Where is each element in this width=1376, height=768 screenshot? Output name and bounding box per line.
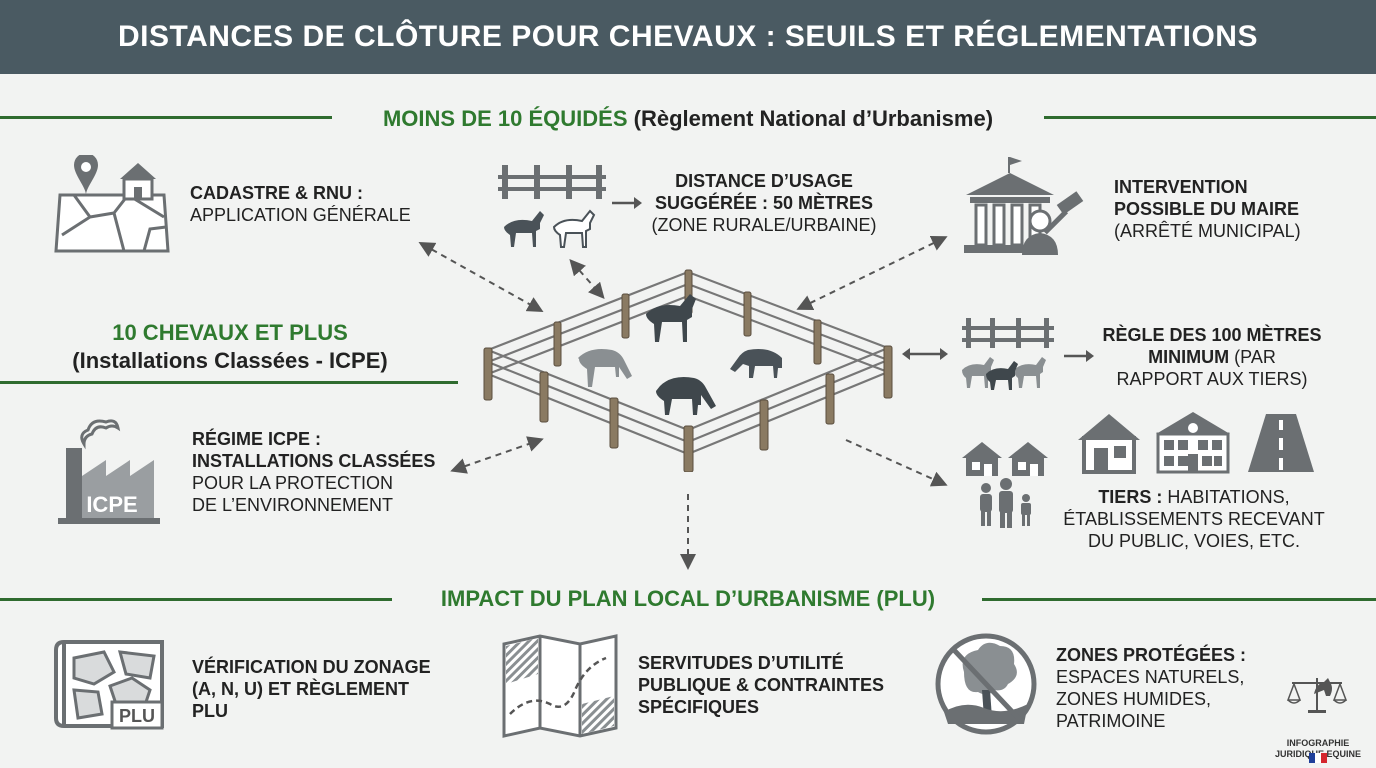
servitudes-line2: PUBLIQUE & CONTRAINTES xyxy=(638,675,885,695)
regle100-line2a: MINIMUM xyxy=(1148,347,1230,367)
fence-horses-icon xyxy=(496,163,608,249)
tiers-line3: DU PUBLIC, VOIES, ETC. xyxy=(1087,531,1301,551)
icpe-text: RÉGIME ICPE : INSTALLATIONS CLASSÉES POU… xyxy=(192,428,435,516)
section-plu-title: IMPACT DU PLAN LOCAL D’URBANISME (PLU) xyxy=(440,586,936,611)
cadastre-desc: APPLICATION GÉNÉRALE xyxy=(190,205,411,225)
zones-line3: PATRIMOINE xyxy=(1056,711,1166,731)
plu-map-icon: PLU xyxy=(54,638,172,734)
fence-herd-icon xyxy=(960,316,1056,394)
zones-line2: ZONES HUMIDES, xyxy=(1056,689,1212,709)
regle100-line2b: (PAR xyxy=(1229,347,1276,367)
servitudes-line1: SERVITUDES D’UTILITÉ xyxy=(638,653,844,673)
plu-zonage-line3: PLU xyxy=(192,701,228,721)
section-icpe-title-dark: (Installations Classées - ICPE) xyxy=(72,348,388,373)
paddock-illustration xyxy=(474,262,904,472)
maire-line3: (ARRÊTÉ MUNICIPAL) xyxy=(1114,221,1301,241)
plu-zonage-line1: VÉRIFICATION DU ZONAGE xyxy=(192,657,431,677)
badge-line1: INFOGRAPHIE xyxy=(1286,738,1350,748)
distance-line2: SUGGÉRÉE : 50 MÈTRES xyxy=(654,193,874,213)
town-hall-judge-icon xyxy=(960,155,1090,259)
house-icon xyxy=(1076,412,1142,474)
section-rnu-title-green: MOINS DE 10 ÉQUIDÉS xyxy=(382,106,628,131)
plu-icon-label: PLU xyxy=(119,706,155,726)
distance-text: DISTANCE D’USAGE SUGGÉRÉE : 50 MÈTRES (Z… xyxy=(644,170,884,236)
maire-line2: POSSIBLE DU MAIRE xyxy=(1114,199,1300,219)
houses-family-icon xyxy=(960,440,1052,530)
school-building-icon xyxy=(1152,410,1234,474)
scales-horse-icon xyxy=(1286,672,1348,716)
arrow-right-icon xyxy=(610,195,642,211)
road-icon xyxy=(1246,412,1316,474)
factory-icon: ICPE xyxy=(54,414,164,526)
section-plu-line-right xyxy=(982,598,1376,601)
arrow-double-icon xyxy=(900,346,950,362)
regle100-text: RÈGLE DES 100 MÈTRES MINIMUM (PAR RAPPOR… xyxy=(1092,324,1332,390)
section-plu-line-left xyxy=(0,598,392,601)
tiers-title: TIERS : xyxy=(1098,487,1163,507)
distance-line3: (ZONE RURALE/URBAINE) xyxy=(651,215,877,235)
folded-map-icon xyxy=(500,634,620,738)
maire-line1: INTERVENTION xyxy=(1114,177,1248,197)
section-rnu-title: MOINS DE 10 ÉQUIDÉS (Règlement National … xyxy=(340,104,1036,134)
icpe-icon-label: ICPE xyxy=(86,492,137,517)
icpe-line4: DE L’ENVIRONNEMENT xyxy=(192,495,394,515)
section-icpe-title-green: 10 CHEVAUX ET PLUS xyxy=(112,320,348,345)
section-icpe-line xyxy=(0,381,458,384)
regle100-line3: RAPPORT AUX TIERS) xyxy=(1116,369,1308,389)
cadastre-title: CADASTRE & RNU : xyxy=(190,183,363,203)
section-rnu-line-right xyxy=(1044,116,1376,119)
french-flag-icon xyxy=(1309,753,1327,763)
cadastre-text: CADASTRE & RNU : APPLICATION GÉNÉRALE xyxy=(190,182,411,226)
section-rnu-line-left xyxy=(0,116,332,119)
zones-title: ZONES PROTÉGÉES : xyxy=(1056,645,1247,665)
plu-zonage-line2: (A, N, U) ET RÈGLEMENT xyxy=(192,679,409,699)
plu-zonage-text: VÉRIFICATION DU ZONAGE (A, N, U) ET RÈGL… xyxy=(192,656,431,722)
page-title: DISTANCES DE CLÔTURE POUR CHEVAUX : SEUI… xyxy=(0,0,1376,74)
tiers-line2: ÉTABLISSEMENTS RECEVANT xyxy=(1063,509,1325,529)
section-rnu-title-dark: (Règlement National d’Urbanisme) xyxy=(633,106,994,131)
zones-text: ZONES PROTÉGÉES : ESPACES NATURELS, ZONE… xyxy=(1056,644,1246,732)
tiers-line1: HABITATIONS, xyxy=(1162,487,1290,507)
cadastre-map-icon xyxy=(54,155,172,255)
regle100-line1: RÈGLE DES 100 MÈTRES xyxy=(1102,325,1322,345)
icpe-line2: INSTALLATIONS CLASSÉES xyxy=(192,451,436,471)
servitudes-text: SERVITUDES D’UTILITÉ PUBLIQUE & CONTRAIN… xyxy=(638,652,884,718)
icpe-line3: POUR LA PROTECTION xyxy=(192,473,394,493)
icpe-line1: RÉGIME ICPE : xyxy=(192,429,322,449)
zones-line1: ESPACES NATURELS, xyxy=(1056,667,1245,687)
distance-line1: DISTANCE D’USAGE xyxy=(675,171,853,191)
arrow-right-icon-2 xyxy=(1062,348,1094,364)
protected-tree-icon xyxy=(934,632,1038,736)
tiers-text: TIERS : HABITATIONS, ÉTABLISSEMENTS RECE… xyxy=(1052,486,1336,552)
section-icpe-title: 10 CHEVAUX ET PLUS (Installations Classé… xyxy=(20,318,440,376)
servitudes-line3: SPÉCIFIQUES xyxy=(638,697,760,717)
maire-text: INTERVENTION POSSIBLE DU MAIRE (ARRÊTÉ M… xyxy=(1114,176,1301,242)
